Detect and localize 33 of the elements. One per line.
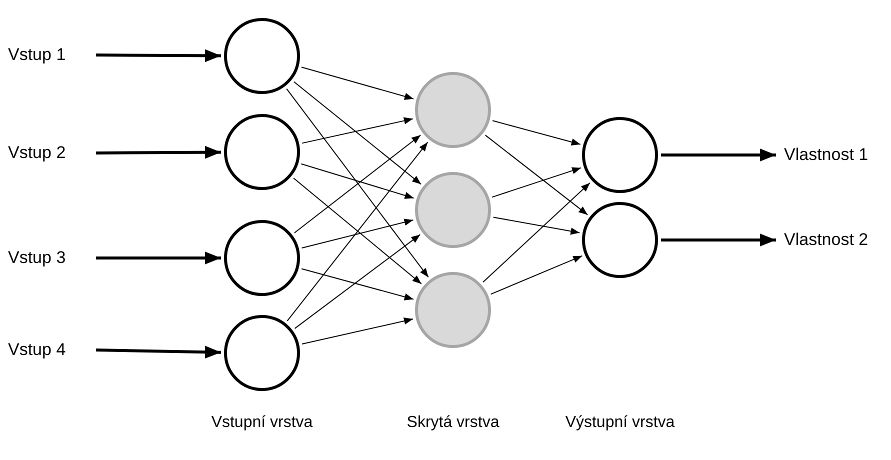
arrow: [661, 148, 776, 162]
arrow: [302, 117, 414, 144]
arrow: [301, 268, 414, 300]
arrow: [96, 146, 222, 159]
arrow: [492, 216, 580, 235]
input-label: Vstup 2: [8, 142, 66, 164]
input-label: Vlastnost 2: [784, 229, 868, 252]
arrow: [484, 134, 588, 216]
arrow: [96, 252, 221, 264]
input-label: Vstup 4: [8, 339, 66, 362]
arrow: [293, 81, 422, 185]
arrow: [294, 234, 421, 329]
input-label: Vstup 1: [8, 44, 66, 66]
arrow: [491, 167, 582, 198]
arrow: [96, 346, 222, 359]
arrow: [286, 142, 428, 322]
arrow: [492, 120, 581, 146]
arrow: [490, 255, 583, 295]
arrow: [294, 134, 422, 234]
arrow: [661, 234, 776, 246]
arrow: [301, 218, 414, 248]
layer-label: Výstupní vrstva: [565, 413, 675, 433]
arrow: [302, 317, 414, 344]
arrow: [482, 182, 590, 283]
arrow: [286, 88, 429, 278]
layer-label: Skrytá vrstva: [406, 413, 500, 433]
arrow: [293, 178, 422, 284]
layer-label: Vstupní vrstva: [210, 413, 314, 433]
arrow: [96, 49, 222, 62]
arrow: [300, 66, 414, 100]
arrow: [300, 163, 414, 199]
input-label: Vstup 3: [8, 247, 66, 270]
input-label: Vlastnost 1: [784, 144, 868, 166]
